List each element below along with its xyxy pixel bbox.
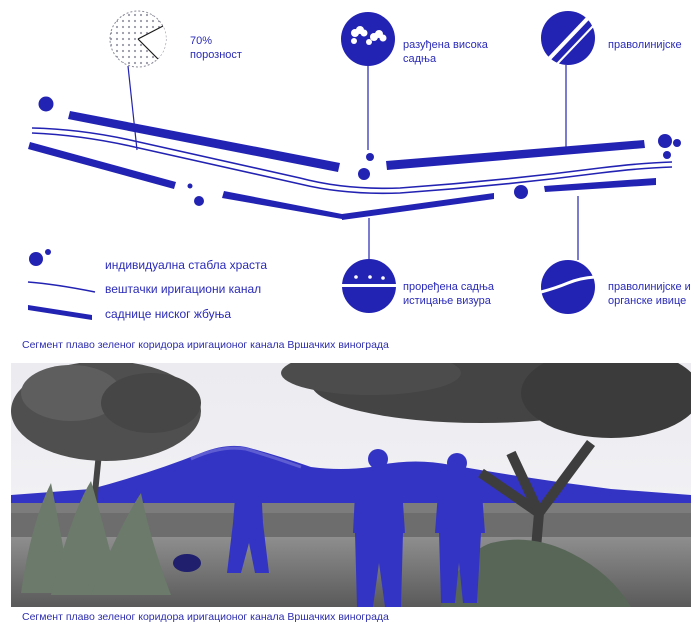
person-right bbox=[435, 453, 485, 603]
leader-porosity bbox=[127, 65, 138, 151]
legend-oak-icon bbox=[29, 252, 43, 266]
legend-canal-icon bbox=[27, 281, 96, 293]
thinned-label-1: проређена садња bbox=[403, 281, 495, 293]
legend-symbols bbox=[27, 249, 96, 320]
oak-tree bbox=[673, 139, 681, 147]
irrigation-canal bbox=[31, 127, 673, 195]
oak-tree bbox=[366, 153, 374, 161]
thinned-label-2: истицање визура bbox=[403, 295, 491, 307]
rectilinear-icon bbox=[541, 11, 596, 65]
porosity-circle-icon bbox=[109, 10, 167, 68]
dog bbox=[173, 554, 201, 572]
oak-trees bbox=[38, 96, 681, 206]
shrub-band bbox=[68, 111, 340, 172]
oak-tree bbox=[658, 134, 672, 148]
left-tree bbox=[11, 363, 201, 514]
right-tree bbox=[281, 363, 691, 607]
shrub-band bbox=[342, 193, 494, 220]
thinned-planting-icon bbox=[342, 259, 396, 313]
diagram-caption: Сегмент плаво зеленог коридора иригацион… bbox=[22, 339, 389, 351]
shrub-band bbox=[222, 191, 342, 219]
scattered-planting-icon bbox=[341, 12, 395, 66]
legend-shrub-icon bbox=[28, 305, 92, 320]
shrub-bands bbox=[28, 111, 656, 220]
left-grass-tuft bbox=[21, 481, 171, 595]
landscape-photo bbox=[11, 363, 691, 607]
shrub-band bbox=[544, 178, 656, 192]
rectilinear-label: праволинијске bbox=[608, 39, 682, 51]
shrub-band bbox=[28, 142, 176, 189]
photo-caption: Сегмент плаво зеленог коридора иригацион… bbox=[22, 611, 389, 623]
rect-organic-edge-icon bbox=[540, 260, 596, 314]
oak-tree bbox=[663, 151, 671, 159]
oak-tree bbox=[194, 196, 204, 206]
rect-organic-label-2: органске ивице bbox=[608, 295, 687, 307]
people bbox=[227, 449, 485, 607]
legend-oak-label: индивидуална стабла храста bbox=[105, 258, 268, 272]
oak-tree bbox=[187, 183, 193, 189]
oak-tree bbox=[38, 96, 54, 112]
mountain bbox=[11, 445, 691, 508]
right-bush bbox=[441, 539, 631, 607]
legend-canal-label: вештачки иригациони канал bbox=[105, 282, 262, 296]
scattered-label-1: разуђена висока bbox=[403, 39, 488, 51]
scattered-label-2: садња bbox=[403, 53, 437, 65]
oak-tree bbox=[514, 185, 528, 199]
oak-tree bbox=[358, 168, 370, 180]
legend-shrub-label: саднице ниског жбуња bbox=[105, 307, 232, 321]
corridor-diagram bbox=[27, 10, 681, 320]
porosity-label: порозност bbox=[190, 49, 242, 61]
porosity-value: 70% bbox=[190, 35, 213, 47]
person-middle bbox=[353, 449, 405, 607]
shrub-band bbox=[386, 140, 645, 170]
leader-lines bbox=[127, 65, 579, 260]
person-left bbox=[227, 467, 269, 573]
rect-organic-label-1: праволинијске и bbox=[608, 281, 691, 293]
